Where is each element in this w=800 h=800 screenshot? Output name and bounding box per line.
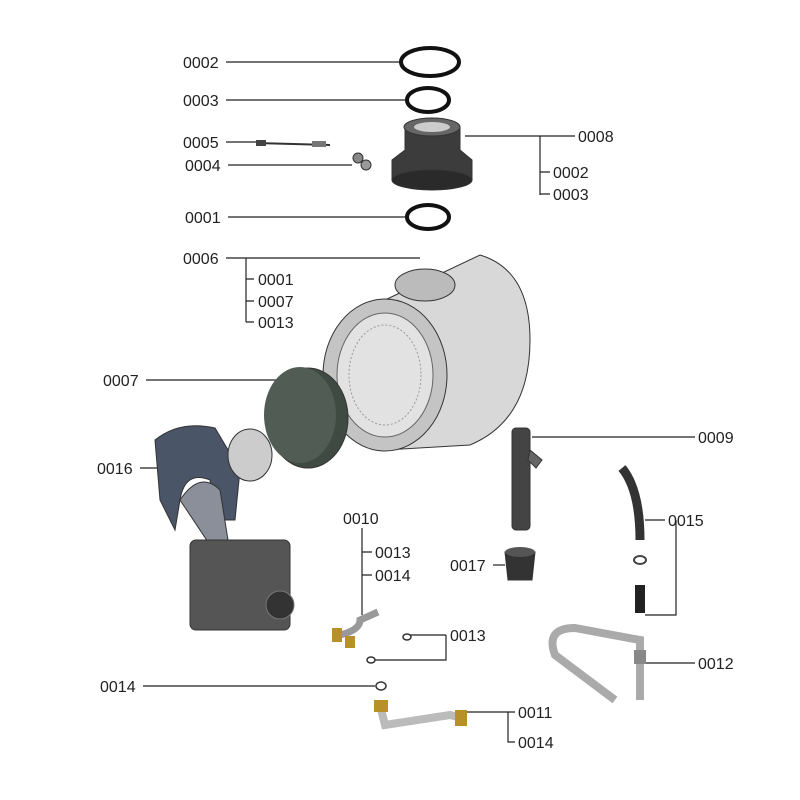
label-0009: 0009 xyxy=(698,430,734,447)
o-ring-0003[interactable] xyxy=(405,86,451,114)
label-0006: 0006 xyxy=(183,251,219,268)
label-0017: 0017 xyxy=(450,558,486,575)
label-0012: 0012 xyxy=(698,656,734,673)
insulation-disc-0007[interactable] xyxy=(264,367,349,469)
fan-blower-0016[interactable] xyxy=(154,425,295,631)
part-labels: 0002 0003 0005 0004 0001 0008 0002 0003 … xyxy=(97,55,734,752)
label-0014: 0014 xyxy=(100,679,136,696)
label-0006-sub-0013: 0013 xyxy=(258,315,294,332)
cup-0017[interactable] xyxy=(504,547,536,581)
label-0008-sub-0003: 0003 xyxy=(553,187,589,204)
gas-pipe-0010[interactable] xyxy=(332,608,380,648)
label-0005: 0005 xyxy=(183,135,219,152)
label-0010-sub-0014: 0014 xyxy=(375,568,411,585)
sensor-cable-0005[interactable] xyxy=(255,140,331,147)
label-0007: 0007 xyxy=(103,373,139,390)
o-ring-0001[interactable] xyxy=(405,203,451,231)
label-0008: 0008 xyxy=(578,129,614,146)
gas-pipe-0011[interactable] xyxy=(374,700,467,730)
label-0003: 0003 xyxy=(183,93,219,110)
label-0001: 0001 xyxy=(185,210,221,227)
flue-adapter-0008[interactable] xyxy=(391,117,473,191)
label-0011-sub-0014: 0014 xyxy=(518,735,554,752)
condensate-pipe-0012[interactable] xyxy=(548,623,647,704)
label-0006-sub-0007: 0007 xyxy=(258,294,294,311)
label-0010: 0010 xyxy=(343,511,379,528)
heat-exchanger-0006[interactable] xyxy=(322,254,531,452)
label-0004: 0004 xyxy=(185,158,221,175)
label-0013: 0013 xyxy=(450,628,486,645)
knobs-0004[interactable] xyxy=(352,152,372,171)
siphon-0009[interactable] xyxy=(511,427,543,531)
seal-0014[interactable] xyxy=(375,681,387,691)
label-0006-sub-0001: 0001 xyxy=(258,272,294,289)
label-0016: 0016 xyxy=(97,461,133,478)
seal-0013[interactable] xyxy=(366,633,412,664)
label-0010-sub-0013: 0013 xyxy=(375,545,411,562)
leader-lines xyxy=(140,61,695,743)
label-0002: 0002 xyxy=(183,55,219,72)
drain-hose-0015[interactable] xyxy=(618,465,647,613)
label-0008-sub-0002: 0002 xyxy=(553,165,589,182)
label-0011: 0011 xyxy=(518,705,553,722)
o-ring-0002[interactable] xyxy=(399,46,461,78)
label-0015: 0015 xyxy=(668,513,704,530)
